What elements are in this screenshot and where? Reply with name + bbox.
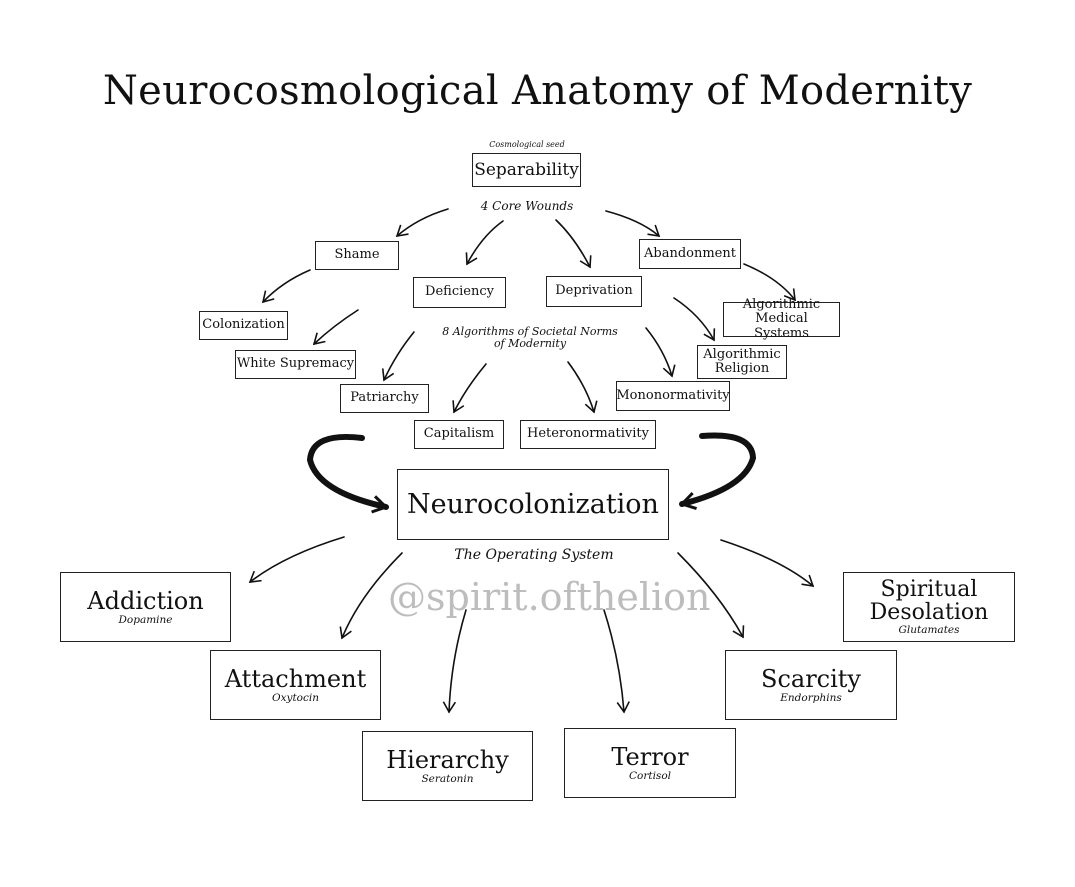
shame-node: Shame — [315, 241, 399, 270]
hierarchy-label: Hierarchy — [386, 745, 509, 774]
arrow-to-capitalism — [452, 363, 487, 414]
seratonin-label: Seratonin — [421, 772, 474, 785]
addiction-node: Addiction Dopamine — [60, 572, 231, 642]
arrow-to-abandonment — [605, 210, 661, 238]
colonization-node: Colonization — [199, 311, 288, 340]
patriarchy-node: Patriarchy — [340, 384, 429, 413]
neurocolonization-node: Neurocolonization — [397, 469, 669, 540]
capitalism-node: Capitalism — [414, 420, 504, 449]
watermark: @spirit.ofthelion — [388, 575, 711, 619]
arrow-to-algorithmic-religion — [673, 297, 716, 342]
glutamates-label: Glutamates — [898, 623, 960, 636]
arrow-to-algorithmic-medical — [743, 263, 796, 302]
arrow-to-mononormativity — [645, 327, 676, 378]
arrow-to-hierarchy — [442, 609, 467, 714]
arrow-to-white-supremacy — [312, 309, 359, 346]
algorithmic-religion-node: Algorithmic Religion — [697, 345, 787, 379]
deficiency-node: Deficiency — [413, 277, 506, 308]
operating-system-caption: The Operating System — [454, 547, 614, 563]
diagram-title: Neurocosmological Anatomy of Modernity — [102, 68, 973, 114]
arrow-to-deficiency — [465, 220, 504, 266]
arrow-to-attachment — [339, 552, 403, 640]
arrow-to-heteronormativity — [567, 361, 598, 414]
terror-node: Terror Cortisol — [564, 728, 736, 798]
algorithmic-medical-systems-node: Algorithmic Medical Systems — [723, 297, 840, 340]
algorithms-caption: 8 Algorithms of Societal Norms of Modern… — [442, 325, 618, 350]
separability-node: Separability — [472, 153, 581, 187]
arrow-to-colonization — [261, 269, 311, 304]
core-wounds-caption: 4 Core Wounds — [480, 199, 574, 213]
hierarchy-node: Hierarchy Seratonin — [362, 731, 533, 801]
arrow-to-shame — [395, 208, 449, 238]
arrow-to-spiritual-desolation — [720, 539, 815, 587]
attachment-node: Attachment Oxytocin — [210, 650, 381, 720]
spiritual-desolation-node: Spiritual Desolation Glutamates — [843, 572, 1015, 642]
attachment-label: Attachment — [224, 664, 367, 693]
arrow-to-addiction — [248, 536, 345, 583]
white-supremacy-node: White Supremacy — [235, 350, 356, 379]
endorphins-label: Endorphins — [780, 691, 842, 704]
bold-arrow-right — [679, 432, 757, 510]
cortisol-label: Cortisol — [628, 769, 672, 782]
bold-arrow-left — [306, 434, 389, 514]
spiritual-desolation-label: Spiritual Desolation — [869, 576, 989, 625]
deprivation-node: Deprivation — [546, 276, 642, 307]
oxytocin-label: Oxytocin — [271, 691, 319, 704]
arrow-to-terror — [603, 609, 630, 714]
addiction-label: Addiction — [87, 586, 204, 615]
abandonment-node: Abandonment — [639, 239, 741, 269]
mononormativity-node: Mononormativity — [616, 381, 730, 411]
arrow-to-deprivation — [555, 219, 592, 269]
heteronormativity-node: Heteronormativity — [520, 420, 656, 449]
seed-caption: Cosmological seed — [489, 140, 565, 149]
scarcity-label: Scarcity — [761, 664, 861, 693]
dopamine-label: Dopamine — [118, 613, 173, 626]
terror-label: Terror — [611, 742, 689, 771]
arrow-to-scarcity — [677, 552, 745, 639]
arrow-to-patriarchy — [381, 331, 415, 382]
scarcity-node: Scarcity Endorphins — [725, 650, 897, 720]
